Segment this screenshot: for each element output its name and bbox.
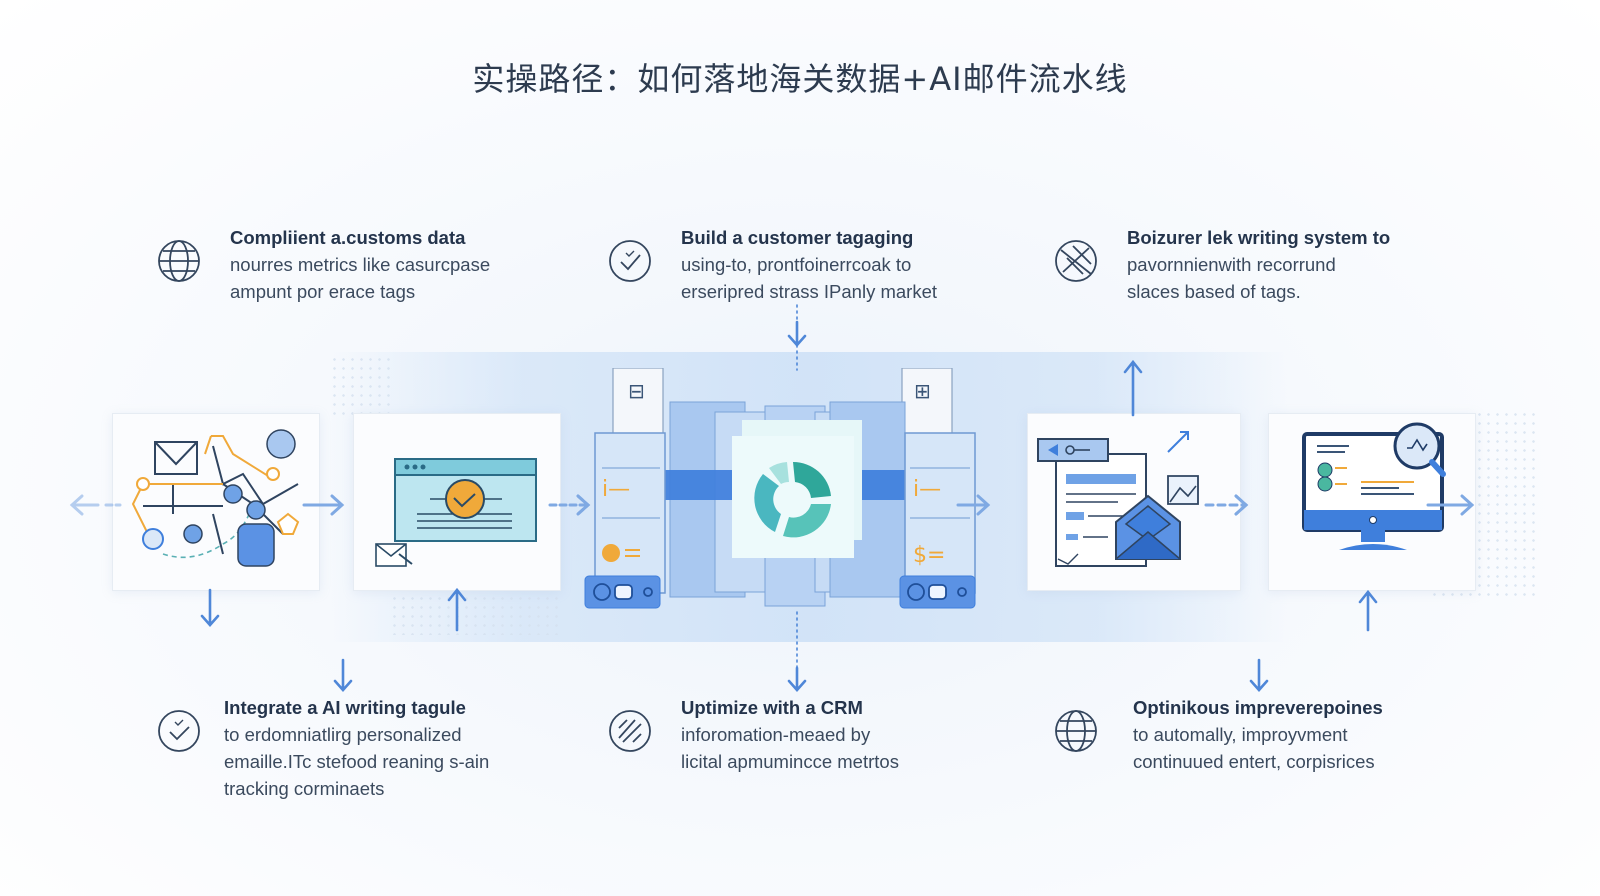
dot-pattern	[330, 355, 390, 415]
svg-text:⊞: ⊞	[914, 379, 931, 403]
browser-mail-icon	[375, 458, 537, 567]
arrow-right-icon	[956, 494, 991, 516]
step-bottom-2: Uptimize with a CRM inforomation-meaed b…	[607, 694, 899, 775]
cycle-refresh-icon	[754, 461, 831, 538]
step-top-3: Boizurer lek writing system to pavornnie…	[1053, 224, 1390, 305]
arrow-left-icon	[69, 494, 122, 516]
step-bottom-1: Integrate a AI writing tagule to erdomni…	[156, 694, 489, 802]
globe-icon	[1053, 708, 1099, 754]
step-line: continuued entert, corpisrices	[1133, 751, 1375, 772]
step-line: ampunt por erace tags	[230, 281, 416, 302]
step-top-2: Build a customer tagaging using-to, pron…	[607, 224, 937, 305]
data-network-icon	[131, 429, 300, 567]
tools-circle-icon	[607, 708, 653, 754]
step-top-1: Compliient a.customs data nourres metric…	[156, 224, 490, 305]
step-line: nourres metrics like casurcpase	[230, 254, 491, 275]
step-heading: Integrate a AI writing tagule	[224, 697, 466, 718]
step-heading: Optinikous impreverepoines	[1133, 697, 1383, 718]
document-envelope-icon	[1037, 431, 1199, 567]
step-line: erseripred strass IPanly market	[681, 281, 938, 302]
step-heading: Uptimize with a CRM	[681, 697, 863, 718]
svg-text:ⅰ—: ⅰ—	[602, 477, 630, 502]
step-line: tracking corminaets	[224, 778, 385, 799]
step-heading: Boizurer lek writing system to	[1127, 227, 1391, 248]
arrow-right-icon	[302, 494, 345, 516]
pipeline-card-monitor	[1268, 413, 1476, 591]
step-line: to erdomniatlirg personalized	[224, 724, 462, 745]
page-title: 实操路径：如何落地海关数据+AI邮件流水线	[472, 60, 1128, 98]
arrow-right-icon	[548, 494, 591, 516]
step-bottom-3: Optinikous impreverepoines to automally,…	[1053, 694, 1383, 775]
monitor-search-icon	[1302, 422, 1446, 550]
step-heading: Compliient a.customs data	[230, 227, 466, 248]
step-line: pavornnienwith recorrund	[1127, 254, 1336, 275]
dot-pattern	[390, 585, 560, 635]
check-circle-icon	[607, 238, 653, 284]
svg-text:$=: $=	[913, 543, 945, 568]
step-heading: Build a customer tagaging	[681, 227, 914, 248]
globe-icon	[156, 238, 202, 284]
flow-arrows	[69, 494, 1475, 516]
check-circle-icon	[156, 708, 202, 754]
pipeline-server-hub: ⊟ ⊞ ⅰ— ⅰ— $=	[580, 368, 990, 618]
step-line: licital apmumincce metrtos	[681, 751, 899, 772]
pipeline-card-browser	[353, 413, 561, 591]
svg-text:⊟: ⊟	[628, 379, 645, 403]
step-line: to automally, improyvment	[1133, 724, 1348, 745]
pipeline-card-document	[1027, 413, 1241, 591]
step-line: using-to, prontfoinerrcoak to	[681, 254, 912, 275]
server-cluster-icon: ⊟ ⊞ ⅰ— ⅰ— $=	[584, 368, 976, 609]
step-line: inforomation-meaed by	[681, 724, 871, 745]
step-line: emaille.ITc stefood reaning s-ain	[224, 751, 490, 772]
arrow-right-icon	[1204, 494, 1249, 516]
arrow-right-icon	[1426, 494, 1475, 516]
pipeline-card-network	[112, 413, 320, 591]
step-line: slaces based of tags.	[1127, 281, 1301, 302]
globe-network-icon	[1053, 238, 1099, 284]
svg-text:ⅰ—: ⅰ—	[913, 477, 941, 502]
cycle-tile	[732, 436, 854, 558]
